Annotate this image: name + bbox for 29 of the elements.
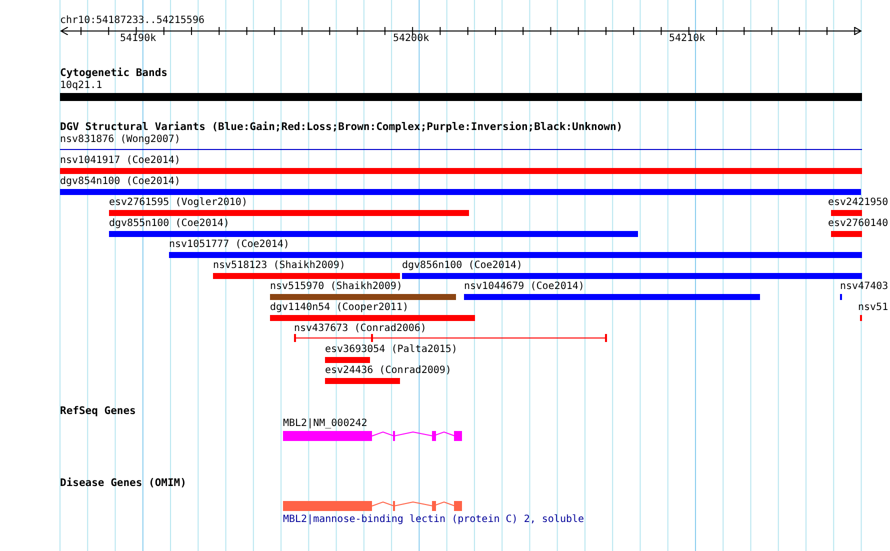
variant-label: nsv437673 (Conrad2006) bbox=[294, 323, 426, 335]
tick-label: 54200k bbox=[393, 33, 430, 45]
variant-label: dgv854n100 (Coe2014) bbox=[60, 176, 180, 188]
variant-label: nsv47403 bbox=[840, 281, 888, 293]
variant-label: esv2421950 bbox=[828, 197, 888, 209]
variant-label: nsv1044679 (Coe2014) bbox=[464, 281, 584, 293]
tick-label: 54210k bbox=[669, 33, 706, 45]
track-title: DGV Structural Variants (Blue:Gain;Red:Loss;Brown:Complex;Purple:Inversion;Black:Unknown) bbox=[60, 121, 623, 133]
variant-label: nsv51 bbox=[858, 302, 888, 314]
variant-label: nsv1041917 (Coe2014) bbox=[60, 155, 180, 167]
variant-label: nsv518123 (Shaikh2009) bbox=[213, 260, 346, 272]
variant-label: dgv1140n54 (Cooper2011) bbox=[270, 302, 408, 314]
track-title: Disease Genes (OMIM) bbox=[60, 477, 186, 489]
track-title: Cytogenetic Bands bbox=[60, 67, 168, 79]
variant-label: esv2760140 bbox=[828, 218, 888, 230]
variant-label: esv3693054 (Palta2015) bbox=[325, 344, 458, 356]
gene-label: MBL2|mannose-binding lectin (protein C) 2, soluble bbox=[283, 514, 584, 526]
variant-label: esv24436 (Conrad2009) bbox=[325, 365, 452, 377]
variant-label: nsv831876 (Wong2007) bbox=[60, 134, 180, 146]
variant-label: esv2761595 (Vogler2010) bbox=[109, 197, 248, 209]
tick-label: 54190k bbox=[120, 33, 156, 45]
variant-label: nsv1051777 (Coe2014) bbox=[169, 239, 290, 251]
variant-label: dgv856n100 (Coe2014) bbox=[402, 260, 522, 272]
variant-label: dgv855n100 (Coe2014) bbox=[109, 218, 230, 230]
band-name: 10q21.1 bbox=[60, 80, 102, 92]
gene-label: MBL2|NM_000242 bbox=[283, 418, 368, 430]
coordinate-range: chr10:54187233..54215596 bbox=[60, 15, 204, 27]
variant-label: nsv515970 (Shaikh2009) bbox=[270, 281, 402, 293]
track-title: RefSeq Genes bbox=[60, 405, 136, 417]
